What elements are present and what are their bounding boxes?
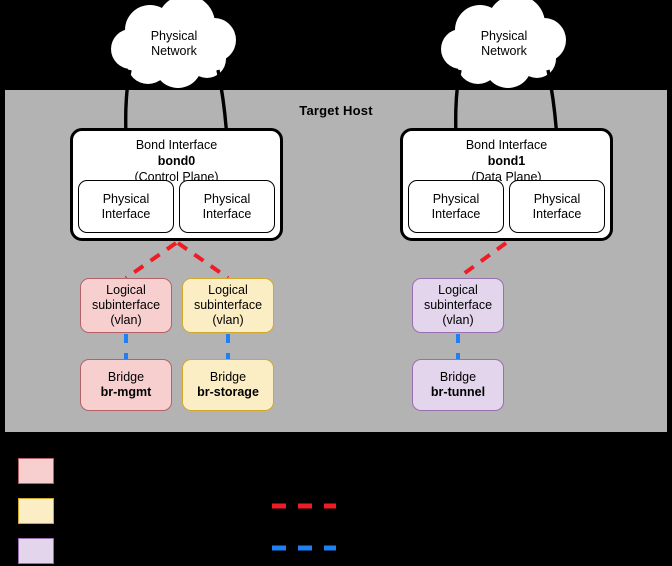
bond0-nic-1-line2: Interface <box>101 206 151 221</box>
bond0-nic-1-line1: Physical <box>102 191 150 206</box>
bond1-nic-2-line1: Physical <box>533 191 581 206</box>
bridge-tunnel-label: Bridge <box>439 370 477 384</box>
bridge-storage-name: br-storage <box>197 385 259 399</box>
bond1-label: Bond Interface bond1 (Data Plane) <box>403 137 610 185</box>
cloud-right-label: Physical Network <box>444 29 564 59</box>
bond1-nic-1-line2: Interface <box>431 206 481 221</box>
bridge-tunnel-name: br-tunnel <box>430 385 486 399</box>
bridge-br-storage[interactable]: Bridge br-storage <box>182 359 274 411</box>
bridge-br-tunnel[interactable]: Bridge br-tunnel <box>412 359 504 411</box>
bond0-title: Bond Interface <box>135 138 218 152</box>
bond0-nic-2-line1: Physical <box>203 191 251 206</box>
bond0-nic-1[interactable]: Physical Interface <box>78 180 174 233</box>
vlan-tunnel-line3: (vlan) <box>442 313 474 327</box>
vlan-storage-line3: (vlan) <box>212 313 244 327</box>
vlan-storage-line1: Logical <box>208 283 248 297</box>
logical-subinterface-tunnel[interactable]: Logical subinterface (vlan) <box>412 278 504 333</box>
vlan-mgmt-line3: (vlan) <box>110 313 142 327</box>
target-host-title: Target Host <box>299 103 373 118</box>
bond1-nic-1[interactable]: Physical Interface <box>408 180 504 233</box>
vlan-tunnel-line2: subinterface <box>423 298 493 312</box>
legend-swatch-storage <box>18 498 54 524</box>
cloud-left-line2: Network <box>151 44 197 58</box>
bond1-nic-2[interactable]: Physical Interface <box>509 180 605 233</box>
bond1-title: Bond Interface <box>465 138 548 152</box>
bridge-mgmt-label: Bridge <box>107 370 145 384</box>
bridge-mgmt-name: br-mgmt <box>100 385 152 399</box>
bond0-nic-2-line2: Interface <box>202 206 252 221</box>
cloud-right-line1: Physical <box>480 29 528 43</box>
logical-subinterface-mgmt[interactable]: Logical subinterface (vlan) <box>80 278 172 333</box>
bond0-name: bond0 <box>157 154 196 168</box>
bond1-nic-1-line1: Physical <box>432 191 480 206</box>
cloud-right-line2: Network <box>481 44 527 58</box>
bridge-storage-label: Bridge <box>209 370 247 384</box>
bond1-name: bond1 <box>487 154 526 168</box>
bond0-nic-2[interactable]: Physical Interface <box>179 180 275 233</box>
bond1-nic-2-line2: Interface <box>532 206 582 221</box>
vlan-tunnel-line1: Logical <box>438 283 478 297</box>
legend-swatch-tunnel <box>18 538 54 564</box>
vlan-mgmt-line2: subinterface <box>91 298 161 312</box>
cloud-left-label: Physical Network <box>114 29 234 59</box>
cloud-left-line1: Physical <box>150 29 198 43</box>
bond0-label: Bond Interface bond0 (Control Plane) <box>73 137 280 185</box>
vlan-storage-line2: subinterface <box>193 298 263 312</box>
bridge-br-mgmt[interactable]: Bridge br-mgmt <box>80 359 172 411</box>
vlan-mgmt-line1: Logical <box>106 283 146 297</box>
logical-subinterface-storage[interactable]: Logical subinterface (vlan) <box>182 278 274 333</box>
legend-swatch-mgmt <box>18 458 54 484</box>
